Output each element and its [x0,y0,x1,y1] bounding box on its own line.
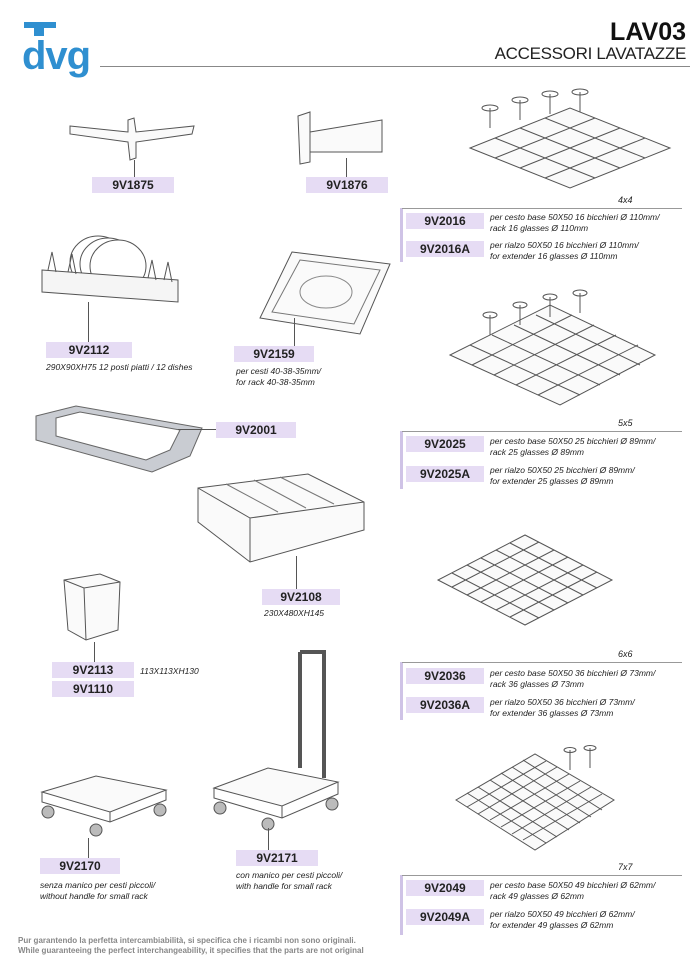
desc-9V2016-line2: rack 16 glasses Ø 110mm [490,223,589,233]
grid-6x6-label: 6x6 [618,649,633,659]
footer-disclaimer-en: While guaranteeing the perfect interchan… [18,946,364,955]
code-9V2108: 9V2108 [262,589,340,605]
code-9V2025: 9V2025 [406,436,484,452]
header-rule [100,66,690,67]
dolly-icon [40,775,168,837]
desc-9V2171-line1: con manico per cesti piccoli/ [236,870,343,880]
code-9V2170: 9V2170 [40,858,120,874]
desc-9V2049A-line1: per rialzo 50X50 49 bicchieri Ø 62mm/ [490,909,635,919]
code-9V2036: 9V2036 [406,668,484,684]
code-9V2171: 9V2171 [236,850,318,866]
dolly-with-handle-icon [212,650,340,831]
code-9V2112: 9V2112 [46,342,132,358]
grid-4x4-label: 4x4 [618,195,633,205]
cutlery-basket-icon [197,473,365,563]
code-9V1876: 9V1876 [306,177,388,193]
grid-5x5-label: 5x5 [618,418,633,428]
code-9V2016A: 9V2016A [406,241,484,257]
desc-9V2025A-line1: per rialzo 50X50 25 bicchieri Ø 89mm/ [490,465,635,475]
cutlery-cylinder-icon [63,573,121,641]
footer-disclaimer-it: Pur garantendo la perfetta intercambiabi… [18,936,356,945]
desc-9V2036A-line2: for extender 36 glasses Ø 73mm [490,708,614,718]
desc-9V2170-line1: senza manico per cesti piccoli/ [40,880,156,890]
square-rack-base-icon [259,251,391,335]
desc-9V2113: 113X113XH130 [140,666,199,676]
desc-9V2170-line2: without handle for small rack [40,891,148,901]
desc-9V2171-line2: with handle for small rack [236,881,332,891]
code-9V2025A: 9V2025A [406,466,484,482]
glass-grid-7x7-image [455,745,615,851]
desc-9V2025-line1: per cesto base 50X50 25 bicchieri Ø 89mm… [490,436,656,446]
cup-holder-icon [297,111,383,165]
desc-9V2025-line2: rack 25 glasses Ø 89mm [490,447,585,457]
code-9V2049: 9V2049 [406,880,484,896]
desc-9V2159-line2: for rack 40-38-35mm [236,377,315,387]
grid-7x7-label: 7x7 [618,862,633,872]
faucet-icon [24,22,56,36]
desc-9V2036A-line1: per rialzo 50X50 36 bicchieri Ø 73mm/ [490,697,635,707]
code-9V2159: 9V2159 [234,346,314,362]
dish-rack-icon [41,235,179,303]
desc-9V2049-line2: rack 49 glasses Ø 62mm [490,891,585,901]
page-code: LAV03 [610,18,686,46]
desc-9V2016A-line1: per rialzo 50X50 16 bicchieri Ø 110mm/ [490,240,639,250]
glass-grid-5x5-image [448,289,657,406]
page-title: ACCESSORI LAVATAZZE [494,44,687,63]
desc-9V2016A-line2: for extender 16 glasses Ø 110mm [490,251,618,261]
desc-9V2016-line1: per cesto base 50X50 16 bicchieri Ø 110m… [490,212,660,222]
code-9V2016: 9V2016 [406,213,484,229]
code-9V2036A: 9V2036A [406,697,484,713]
code-9V1110: 9V1110 [52,681,134,697]
brand-logo: dvg [22,20,102,82]
desc-9V2112: 290X90XH75 12 posti piatti / 12 dishes [46,362,193,372]
desc-9V2049-line1: per cesto base 50X50 49 bicchieri Ø 62mm… [490,880,656,890]
desc-9V2159-line1: per cesti 40-38-35mm/ [236,366,322,376]
brand-name: dvg [22,34,91,78]
code-9V1875: 9V1875 [92,177,174,193]
code-9V2001: 9V2001 [216,422,296,438]
desc-9V2049A-line2: for extender 49 glasses Ø 62mm [490,920,614,930]
glass-grid-4x4-image [468,88,672,189]
extender-frame-icon [35,405,203,473]
desc-9V2025A-line2: for extender 25 glasses Ø 89mm [490,476,614,486]
code-9V2113: 9V2113 [52,662,134,678]
glass-grid-6x6-image [436,534,614,626]
code-9V2049A: 9V2049A [406,909,484,925]
plate-holder-icon [69,117,195,161]
desc-9V2108: 230X480XH145 [264,608,325,618]
desc-9V2036-line2: rack 36 glasses Ø 73mm [490,679,585,689]
desc-9V2036-line1: per cesto base 50X50 36 bicchieri Ø 73mm… [490,668,656,678]
